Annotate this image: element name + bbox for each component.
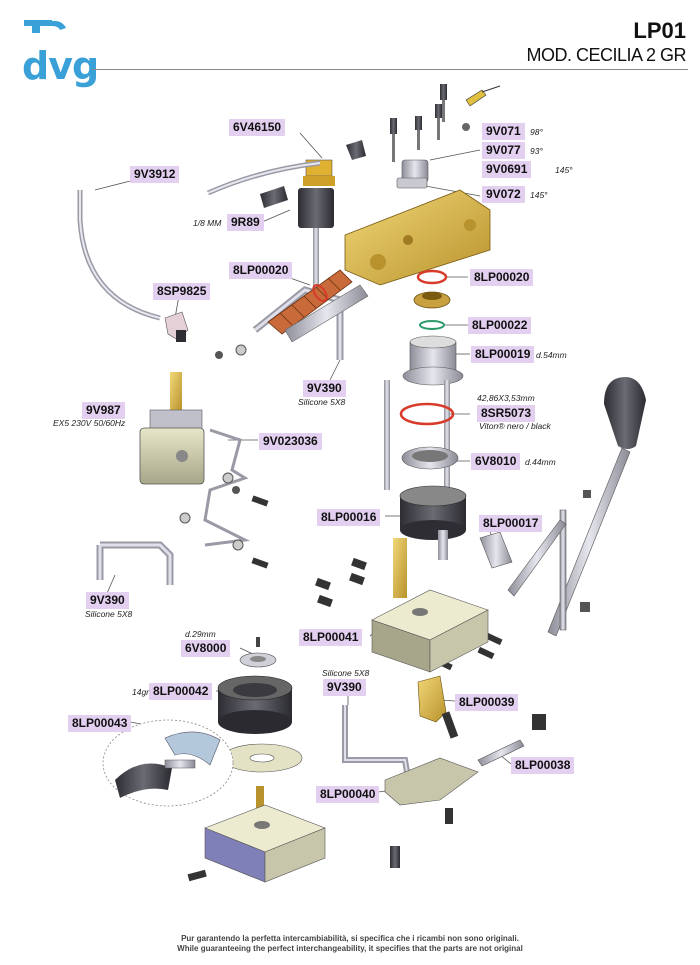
part-note: 93° <box>530 146 543 156</box>
vibration-pump <box>139 372 269 569</box>
part-label: 8SR5073 <box>477 405 536 422</box>
heating-element <box>215 269 369 359</box>
part-label: 9V071 <box>482 123 525 140</box>
part-note: 14gr <box>132 687 150 697</box>
disclaimer-english: While guaranteeing the perfect interchan… <box>177 944 523 953</box>
part-label: 9V987 <box>82 402 125 419</box>
header-rule <box>92 69 688 70</box>
part-note: 145° <box>555 165 573 175</box>
part-label: 8LP00041 <box>299 629 363 646</box>
part-note: d.54mm <box>536 350 567 360</box>
group-seals <box>413 269 451 330</box>
part-note: 42,86X3,53mm <box>477 393 535 403</box>
solenoid-valve <box>260 140 366 288</box>
part-label: 8LP00020 <box>470 269 534 286</box>
part-label: 9V023036 <box>259 433 322 450</box>
part-note: d.44mm <box>525 457 556 467</box>
part-note: Silicone 5X8 <box>85 609 133 619</box>
part-note: 1/8 MM <box>193 218 222 228</box>
logo-tap-icon <box>24 20 66 33</box>
part-note: d.29mm <box>185 629 216 639</box>
part-note: 145° <box>530 190 548 200</box>
part-label: 8LP00019 <box>471 346 535 363</box>
part-label: 8SP9825 <box>153 283 211 300</box>
part-label: 9V0691 <box>482 161 532 178</box>
small-screws <box>315 557 503 671</box>
part-note: Viton® nero / black <box>479 421 551 431</box>
brass-group-head <box>344 189 491 286</box>
piston-drum <box>393 485 467 598</box>
part-note: Silicone 5X8 <box>322 668 370 678</box>
part-note: 98° <box>530 127 543 137</box>
part-label: 8LP00038 <box>511 757 575 774</box>
part-label: 6V46150 <box>229 119 286 136</box>
part-label: 6V8010 <box>471 453 521 470</box>
part-note: EX5 230V 50/60Hz <box>53 418 126 428</box>
brand-logo: dvg <box>22 44 99 88</box>
part-label: 9V072 <box>482 186 525 203</box>
part-label: 9V390 <box>86 592 129 609</box>
part-label: 8LP00043 <box>68 715 132 732</box>
part-label: 9R89 <box>227 214 264 231</box>
part-label: 8LP00020 <box>229 262 293 279</box>
part-note: Silicone 5X8 <box>298 397 346 407</box>
part-label: 8LP00042 <box>149 683 213 700</box>
elbow-fitting <box>164 311 189 342</box>
lever-arm <box>479 376 646 637</box>
model-name: MOD. CECILIA 2 GR <box>526 45 686 65</box>
upper-block <box>371 589 489 673</box>
part-label: 9V390 <box>303 380 346 397</box>
part-label: 9V3912 <box>130 166 180 183</box>
part-label: 9V390 <box>323 679 366 696</box>
part-label: 6V8000 <box>181 640 231 657</box>
part-label: 8LP00022 <box>468 317 532 334</box>
part-label: 8LP00017 <box>479 515 543 532</box>
disclaimer-italian: Pur garantendo la perfetta intercambiabi… <box>181 934 519 943</box>
part-label: 8LP00039 <box>455 694 519 711</box>
linkage <box>256 675 546 868</box>
model-code: LP01 <box>633 18 686 43</box>
detail-bubble <box>102 719 234 807</box>
part-label: 8LP00016 <box>317 509 381 526</box>
top-screws <box>390 84 501 162</box>
thermostat <box>396 159 429 189</box>
part-label: 8LP00040 <box>316 786 380 803</box>
lower-block <box>187 804 326 883</box>
part-label: 9V077 <box>482 142 525 159</box>
shower-disk <box>217 637 303 773</box>
group-cylinder <box>384 335 464 490</box>
